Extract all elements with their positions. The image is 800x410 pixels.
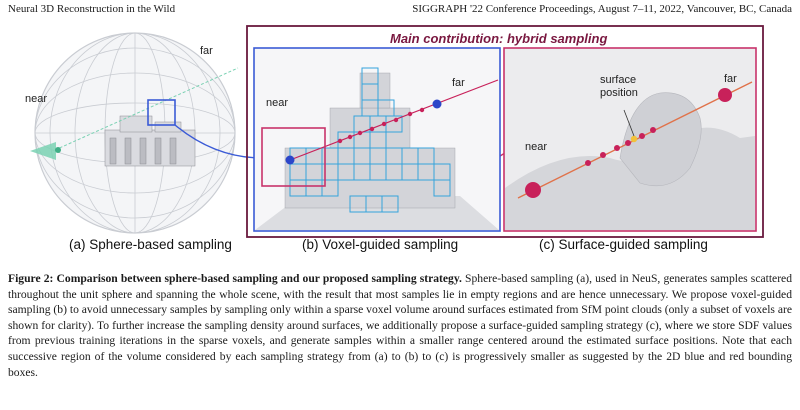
conference-info: SIGGRAPH '22 Conference Proceedings, Aug… (412, 3, 792, 15)
panel-c-label: (c) Surface-guided sampling (539, 237, 708, 252)
panel-a-sphere: near far (a) Sphere-based sampling (25, 32, 239, 252)
camera-ray (54, 67, 239, 151)
panel-c-samples (525, 88, 732, 198)
panel-b-near-label: near (266, 97, 288, 109)
panel-a-far-label: far (200, 45, 213, 57)
voxel-grid (289, 67, 451, 213)
hybrid-frame (246, 25, 764, 238)
caption-body: Sphere-based sampling (a), used in NeuS,… (8, 272, 793, 379)
connector-a-b (174, 124, 263, 159)
surface-position-point (630, 135, 638, 143)
panel-b-near-point (285, 155, 295, 165)
panel-b-voxels: near far (b) Voxel-guided sampling (253, 47, 501, 252)
panel-c-far-label: far (724, 73, 737, 85)
running-title: Neural 3D Reconstruction in the Wild (8, 3, 176, 15)
panel-c-surface-label-2: position (600, 87, 638, 99)
panel-b-red-box (261, 127, 326, 187)
camera-icon (55, 147, 61, 153)
figure-2: near far (a) Sphere-based sampling Main … (25, 25, 764, 252)
camera-frustum (30, 142, 56, 160)
panel-b-far-point (432, 99, 442, 109)
building-model (104, 115, 196, 167)
panel-c-near-label: near (525, 141, 547, 153)
statue-shape (619, 92, 702, 187)
caption-title: Figure 2: Comparison between sphere-base… (8, 272, 462, 285)
voxel-building (284, 72, 456, 209)
panel-a-near-label: near (25, 93, 47, 105)
page-header: Neural 3D Reconstruction in the Wild SIG… (8, 3, 792, 19)
figure-caption: Figure 2: Comparison between sphere-base… (8, 271, 792, 380)
main-title: Main contribution: hybrid sampling (390, 31, 607, 46)
panel-a-blue-box (147, 99, 176, 126)
surface-pointer (623, 109, 635, 137)
panel-b-label: (b) Voxel-guided sampling (302, 237, 458, 252)
panel-a-label: (a) Sphere-based sampling (69, 237, 232, 252)
panel-b-far-label: far (452, 77, 465, 89)
panel-c-surface: surface position near far (c) Surface-gu… (503, 47, 757, 252)
panel-c-surface-label-1: surface (600, 74, 636, 86)
panel-b-samples (337, 107, 425, 144)
